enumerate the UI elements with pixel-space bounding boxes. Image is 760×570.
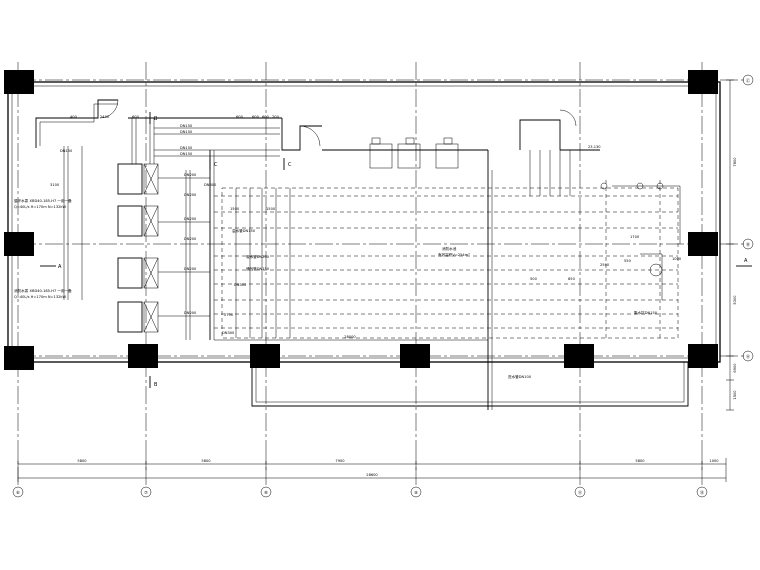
axis-label-row-1: Ⓒ xyxy=(746,77,751,84)
axis-label-col-6: ⑫ xyxy=(700,489,705,496)
pump-note-1a: 循环水泵 XBD40-185-H7 一用一备 xyxy=(14,198,72,203)
right-dim-1: 7800 xyxy=(733,157,737,167)
pump-3 xyxy=(117,257,143,289)
dimension-lines: 5800 5800 7900 5800 1000 28600 7800 5300… xyxy=(17,79,737,482)
axis-bubbles: ⑥ ⑦ ⑧ ⑨ ⑪ ⑫ Ⓒ Ⓑ Ⓐ xyxy=(12,74,754,498)
annotation-tags: 集水坑DN150 溢水管DN150 吸水管DN200 通气管DN150 进水管D… xyxy=(232,145,658,379)
pipe-label-11: DN200 xyxy=(184,311,197,315)
section-marks: A A B B C C xyxy=(40,112,752,388)
pump-note-1b: Q=40L/s H=170m N=132kW xyxy=(14,205,66,209)
axis-label-row-2: Ⓑ xyxy=(746,241,751,248)
small-dim-12: 650 xyxy=(568,277,576,281)
small-dim-2: 2400 xyxy=(100,115,110,119)
pipe-label-14: DN300 xyxy=(234,283,247,287)
pipe-label-1: DN150 xyxy=(180,124,193,128)
small-dim-15: 550 xyxy=(624,259,632,263)
bottom-dim-4: 5800 xyxy=(635,459,645,463)
pipe-network xyxy=(63,118,681,340)
small-dim-7: 200 xyxy=(272,115,280,119)
small-dim-8: 1500 xyxy=(230,207,240,211)
small-dim-11: 500 xyxy=(530,277,538,281)
small-dim-14: 1000 xyxy=(672,257,682,261)
bottom-dim-3: 7900 xyxy=(335,459,345,463)
pipe-label-10: DN200 xyxy=(184,267,197,271)
tag-vent: 通气管DN150 xyxy=(246,266,270,271)
pool-title: 消防水池 xyxy=(442,246,457,251)
tag-suction: 吸水管DN200 xyxy=(246,254,270,259)
axis-label-col-3: ⑧ xyxy=(264,490,268,495)
pipe-label-3: DN150 xyxy=(180,146,193,150)
pipe-label-5: DN150 xyxy=(60,149,73,153)
tag-elevation: 23.130 xyxy=(588,145,601,149)
bottom-dim-2: 5800 xyxy=(201,459,211,463)
inner-dim: 28000 xyxy=(344,335,356,339)
bottom-total-dim: 28600 xyxy=(366,473,378,477)
bottom-dim-1: 5800 xyxy=(77,459,87,463)
pipe-label-9: DN200 xyxy=(184,237,197,241)
right-dim-2: 5300 xyxy=(733,295,737,305)
small-dim-16: 2750 xyxy=(224,313,234,317)
small-dim-4: 600 xyxy=(236,115,244,119)
small-dim-9: 1500 xyxy=(266,207,276,211)
small-dim-13: 2500 xyxy=(600,263,610,267)
axis-label-col-1: ⑥ xyxy=(16,490,20,495)
tag-sump: 集水坑DN150 xyxy=(634,310,658,315)
section-mark-a-right: A xyxy=(744,258,748,264)
right-dim-4: 1500 xyxy=(733,390,737,400)
pump-note-2b: Q=40L/s H=170m N=132kW xyxy=(14,295,66,299)
pipe-label-4: DN150 xyxy=(180,152,193,156)
pipe-label-12: DN300 xyxy=(204,183,217,187)
axis-label-row-3: Ⓐ xyxy=(746,353,751,360)
small-dim-10: 1700 xyxy=(630,235,640,239)
pool-labels: 消防水池 有效容积V=254m³ xyxy=(438,246,470,257)
pipe-label-2: DN150 xyxy=(180,130,193,134)
axis-label-col-5: ⑪ xyxy=(578,489,583,496)
pump-2 xyxy=(117,205,143,237)
small-dim-6: 600 xyxy=(262,115,270,119)
section-mark-b-bottom: B xyxy=(154,382,158,388)
small-dim-1: 400 xyxy=(70,115,78,119)
tag-inlet: 进水管DN100 xyxy=(508,374,532,379)
structural-columns xyxy=(4,70,718,370)
section-mark-c-1: C xyxy=(214,162,218,168)
pipe-label-7: DN200 xyxy=(184,193,197,197)
pump-note-2a: 消防水泵 XBD40-185-H7 一用一备 xyxy=(14,288,72,293)
tag-overflow: 溢水管DN150 xyxy=(232,228,256,233)
pump-units xyxy=(117,163,159,333)
right-dim-3: 6900 xyxy=(733,363,737,373)
small-dim-5: 600 xyxy=(252,115,260,119)
top-small-rooms xyxy=(369,137,459,169)
bottom-dim-5: 1000 xyxy=(709,459,719,463)
small-dim-17: 3100 xyxy=(50,183,60,187)
axis-label-col-4: ⑨ xyxy=(414,490,418,495)
outer-walls xyxy=(7,81,721,407)
pipe-label-13: DN300 xyxy=(222,331,235,335)
pump-1 xyxy=(117,163,143,195)
pipe-label-6: DN200 xyxy=(184,173,197,177)
small-dimensions: 400 2400 600 600 600 600 200 1500 1500 1… xyxy=(50,115,682,317)
axis-grid xyxy=(17,62,744,488)
equipment-notes: 循环水泵 XBD40-185-H7 一用一备 Q=40L/s H=170m N=… xyxy=(14,198,72,299)
pump-4 xyxy=(117,301,143,333)
pool-volume: 有效容积V=254m³ xyxy=(438,252,470,257)
section-mark-c-2: C xyxy=(288,162,292,168)
pump-room xyxy=(35,99,600,410)
pipe-labels: DN150 DN150 DN150 DN150 DN150 DN200 DN20… xyxy=(60,124,247,335)
pipe-label-8: DN200 xyxy=(184,217,197,221)
section-mark-a-left: A xyxy=(58,264,62,270)
small-dim-3: 600 xyxy=(132,115,140,119)
section-mark-b-top: B xyxy=(154,116,158,122)
axis-label-col-2: ⑦ xyxy=(144,490,148,495)
